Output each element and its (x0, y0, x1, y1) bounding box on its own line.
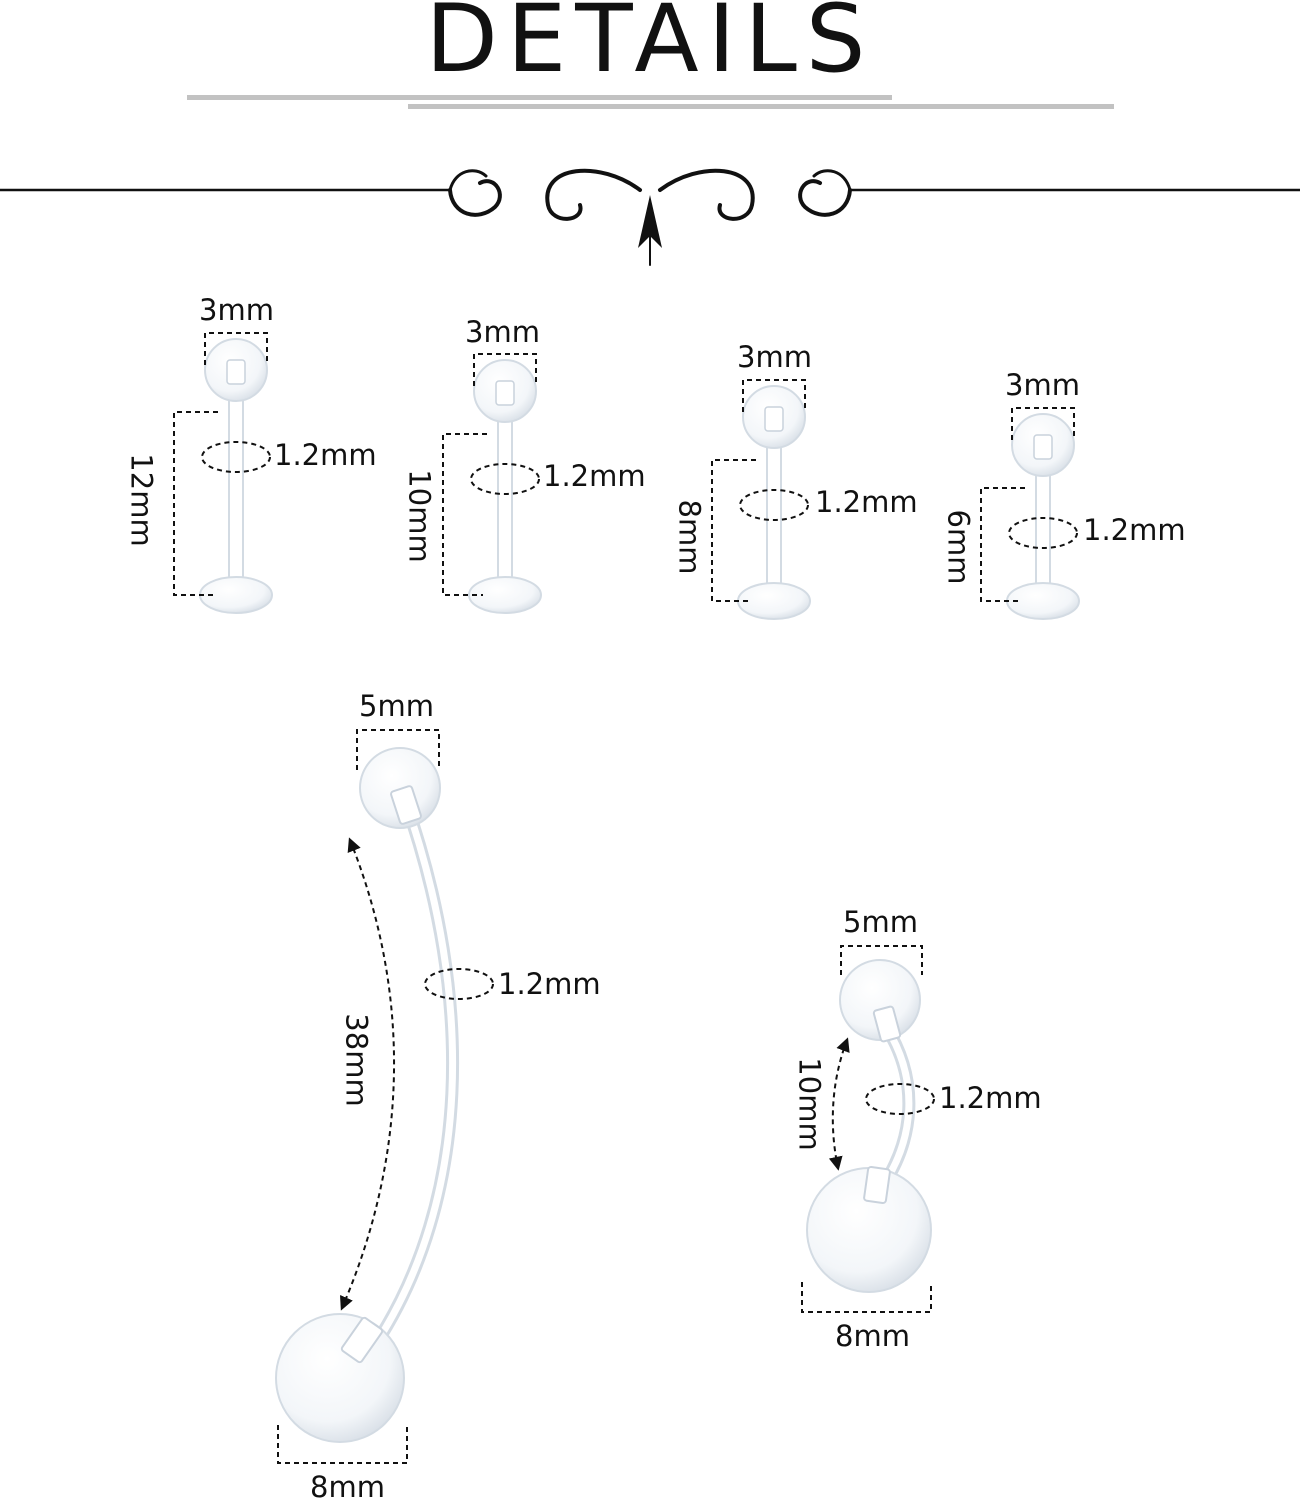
labret-1-ball-size: 3mm (199, 293, 274, 327)
short-barbell-length: 10mm (792, 1057, 827, 1151)
labret-2-bar-size: 1.2mm (543, 459, 646, 493)
bottom-ball (275, 1313, 405, 1443)
title-underline (187, 95, 1114, 109)
short-barbell-bar-size: 1.2mm (939, 1081, 1042, 1115)
ornament-divider (0, 168, 1300, 266)
labret-3-ball-size: 3mm (737, 340, 812, 374)
long-barbell-bar-size: 1.2mm (498, 967, 601, 1001)
labret-stud-2 (442, 353, 542, 614)
labret-1-bar-size: 1.2mm (274, 438, 377, 472)
long-barbell-top-ball-size: 5mm (359, 689, 434, 723)
top-ball (359, 747, 441, 829)
labret-4-length: 6mm (941, 509, 976, 585)
long-barbell-bottom-ball-size: 8mm (310, 1470, 385, 1504)
labret-3-bar-size: 1.2mm (815, 485, 918, 519)
long-barbell-length: 38mm (339, 1013, 374, 1107)
labret-stud-3 (711, 379, 811, 620)
labret-2-length: 10mm (402, 469, 437, 563)
long-curved-barbell (275, 729, 494, 1464)
labret-4-ball-size: 3mm (1005, 368, 1080, 402)
labret-3-length: 8mm (672, 499, 707, 575)
short-curved-barbell (801, 945, 935, 1313)
labret-disc (737, 582, 811, 620)
labret-2-ball-size: 3mm (465, 315, 540, 349)
short-barbell-bottom-ball-size: 8mm (835, 1319, 910, 1353)
labret-1-length: 12mm (124, 453, 159, 547)
labret-4-bar-size: 1.2mm (1083, 513, 1186, 547)
labret-stud-4 (980, 407, 1080, 620)
labret-stud-1 (173, 332, 273, 614)
page-title: DETAILS (425, 0, 875, 94)
labret-disc (468, 576, 542, 614)
short-barbell-top-ball-size: 5mm (843, 905, 918, 939)
